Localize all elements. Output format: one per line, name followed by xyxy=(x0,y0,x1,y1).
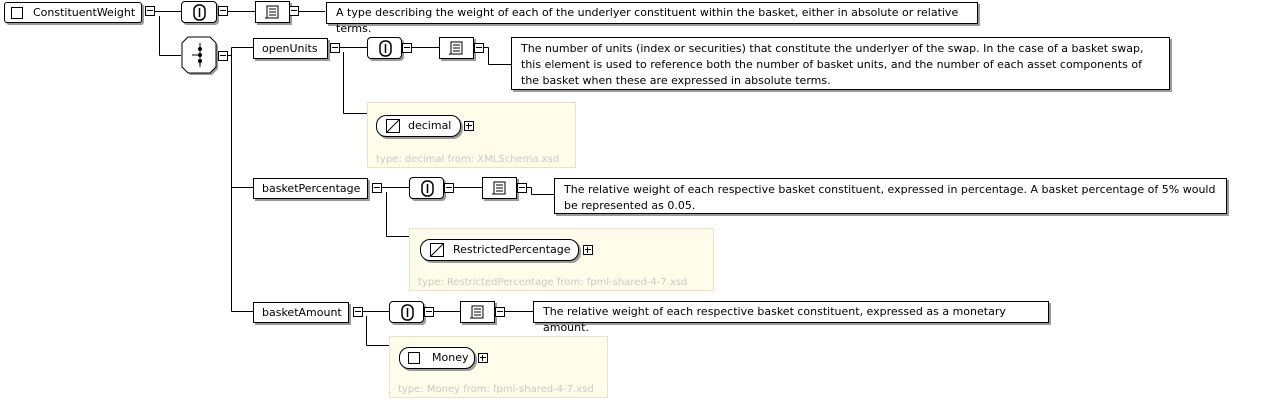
type-name: RestrictedPercentage xyxy=(453,243,571,256)
root-documentation: A type describing the weight of each of … xyxy=(326,2,978,35)
basketPercentage-documentation: The relative weight of each respective b… xyxy=(554,178,1227,214)
annotation-icon[interactable] xyxy=(389,301,424,323)
basketAmount-type-box: Money type: Money from: fpml-shared-4-7.… xyxy=(389,336,608,398)
collapse-minus-icon[interactable] xyxy=(424,307,434,317)
collapse-minus-icon[interactable] xyxy=(145,6,155,16)
documentation-icon[interactable] xyxy=(439,37,474,59)
collapse-minus-icon[interactable] xyxy=(402,43,412,53)
sequence-glyph xyxy=(181,36,218,75)
element-name: openUnits xyxy=(262,42,318,55)
expand-plus-icon[interactable] xyxy=(464,121,474,131)
simple-type-decimal[interactable]: decimal xyxy=(376,115,461,137)
documentation-icon[interactable] xyxy=(482,177,517,199)
type-name: decimal xyxy=(408,119,452,132)
collapse-minus-icon[interactable] xyxy=(218,6,228,16)
simple-type-RestrictedPercentage[interactable]: RestrictedPercentage xyxy=(420,239,579,261)
element-basketPercentage[interactable]: basketPercentage xyxy=(253,178,368,199)
documentation-text: The number of units (index or securities… xyxy=(521,42,1144,87)
openUnits-type-box: decimal type: decimal from: XMLSchema.xs… xyxy=(367,102,576,168)
documentation-glyph xyxy=(265,5,279,19)
documentation-icon[interactable] xyxy=(460,301,495,323)
collapse-minus-icon[interactable] xyxy=(353,307,363,317)
basketPercentage-type-box: RestrictedPercentage type: RestrictedPer… xyxy=(409,228,714,291)
collapse-minus-icon[interactable] xyxy=(330,43,340,53)
element-name: basketAmount xyxy=(262,306,342,319)
annotation-icon[interactable] xyxy=(367,37,402,59)
complex-type-icon xyxy=(11,7,23,19)
element-basketAmount[interactable]: basketAmount xyxy=(253,302,349,323)
annotation-glyph xyxy=(193,4,206,21)
openUnits-documentation: The number of units (index or securities… xyxy=(511,37,1170,90)
root-documentation-text: A type describing the weight of each of … xyxy=(336,6,959,35)
documentation-glyph xyxy=(449,41,463,55)
documentation-text: The relative weight of each respective b… xyxy=(564,183,1216,212)
basketAmount-documentation: The relative weight of each respective b… xyxy=(533,301,1049,334)
type-footer: type: RestrictedPercentage from: fpml-sh… xyxy=(418,277,688,288)
expand-plus-icon[interactable] xyxy=(583,245,593,255)
element-openUnits[interactable]: openUnits xyxy=(253,38,328,59)
root-type-name: ConstituentWeight xyxy=(33,6,136,19)
annotation-glyph xyxy=(401,304,414,321)
sequence-compositor-icon[interactable] xyxy=(181,36,218,75)
simple-type-icon xyxy=(386,119,400,133)
complex-type-icon xyxy=(408,352,420,364)
annotation-icon[interactable] xyxy=(181,1,217,23)
collapse-minus-icon[interactable] xyxy=(444,183,454,193)
annotation-glyph xyxy=(421,180,434,197)
documentation-icon[interactable] xyxy=(255,1,290,23)
expand-plus-icon[interactable] xyxy=(478,353,488,363)
documentation-glyph xyxy=(470,305,484,319)
collapse-minus-icon[interactable] xyxy=(495,307,505,317)
collapse-minus-icon[interactable] xyxy=(372,183,382,193)
documentation-text: The relative weight of each respective b… xyxy=(543,305,1006,334)
collapse-minus-icon[interactable] xyxy=(517,183,527,193)
collapse-minus-icon[interactable] xyxy=(218,51,228,61)
root-type-node[interactable]: ConstituentWeight xyxy=(4,2,142,23)
complex-type-Money[interactable]: Money xyxy=(399,347,475,369)
collapse-minus-icon[interactable] xyxy=(474,43,484,53)
type-footer: type: decimal from: XMLSchema.xsd xyxy=(376,154,560,165)
type-footer: type: Money from: fpml-shared-4-7.xsd xyxy=(398,384,594,395)
element-name: basketPercentage xyxy=(262,182,361,195)
collapse-minus-icon[interactable] xyxy=(289,6,299,16)
documentation-glyph xyxy=(492,181,506,195)
type-name: Money xyxy=(432,351,469,364)
annotation-glyph xyxy=(379,40,392,57)
simple-type-icon xyxy=(430,243,444,257)
annotation-icon[interactable] xyxy=(409,177,444,199)
